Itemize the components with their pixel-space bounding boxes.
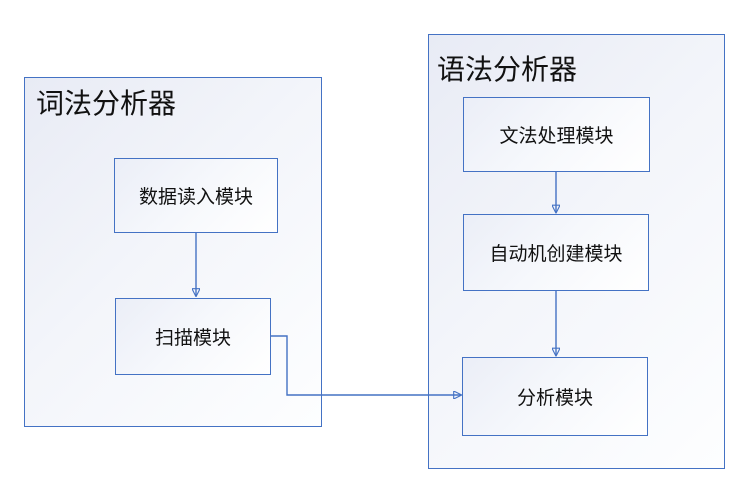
node-label-grammar-processing-module: 文法处理模块 (499, 125, 614, 147)
node-label-automaton-creation-module: 自动机创建模块 (489, 243, 623, 265)
node-automaton-creation-module: 自动机创建模块 (463, 214, 649, 291)
node-label-data-read-module: 数据读入模块 (138, 186, 253, 208)
node-data-read-module: 数据读入模块 (114, 158, 278, 233)
group-title-lexical-analyzer: 词法分析器 (36, 87, 177, 120)
node-label-scan-module: 扫描模块 (154, 327, 231, 349)
node-grammar-processing-module: 文法处理模块 (463, 97, 650, 172)
group-title-syntax-analyzer: 语法分析器 (437, 53, 578, 86)
node-scan-module: 扫描模块 (115, 298, 271, 375)
node-label-analysis-module: 分析模块 (516, 387, 593, 409)
node-analysis-module: 分析模块 (462, 357, 648, 436)
